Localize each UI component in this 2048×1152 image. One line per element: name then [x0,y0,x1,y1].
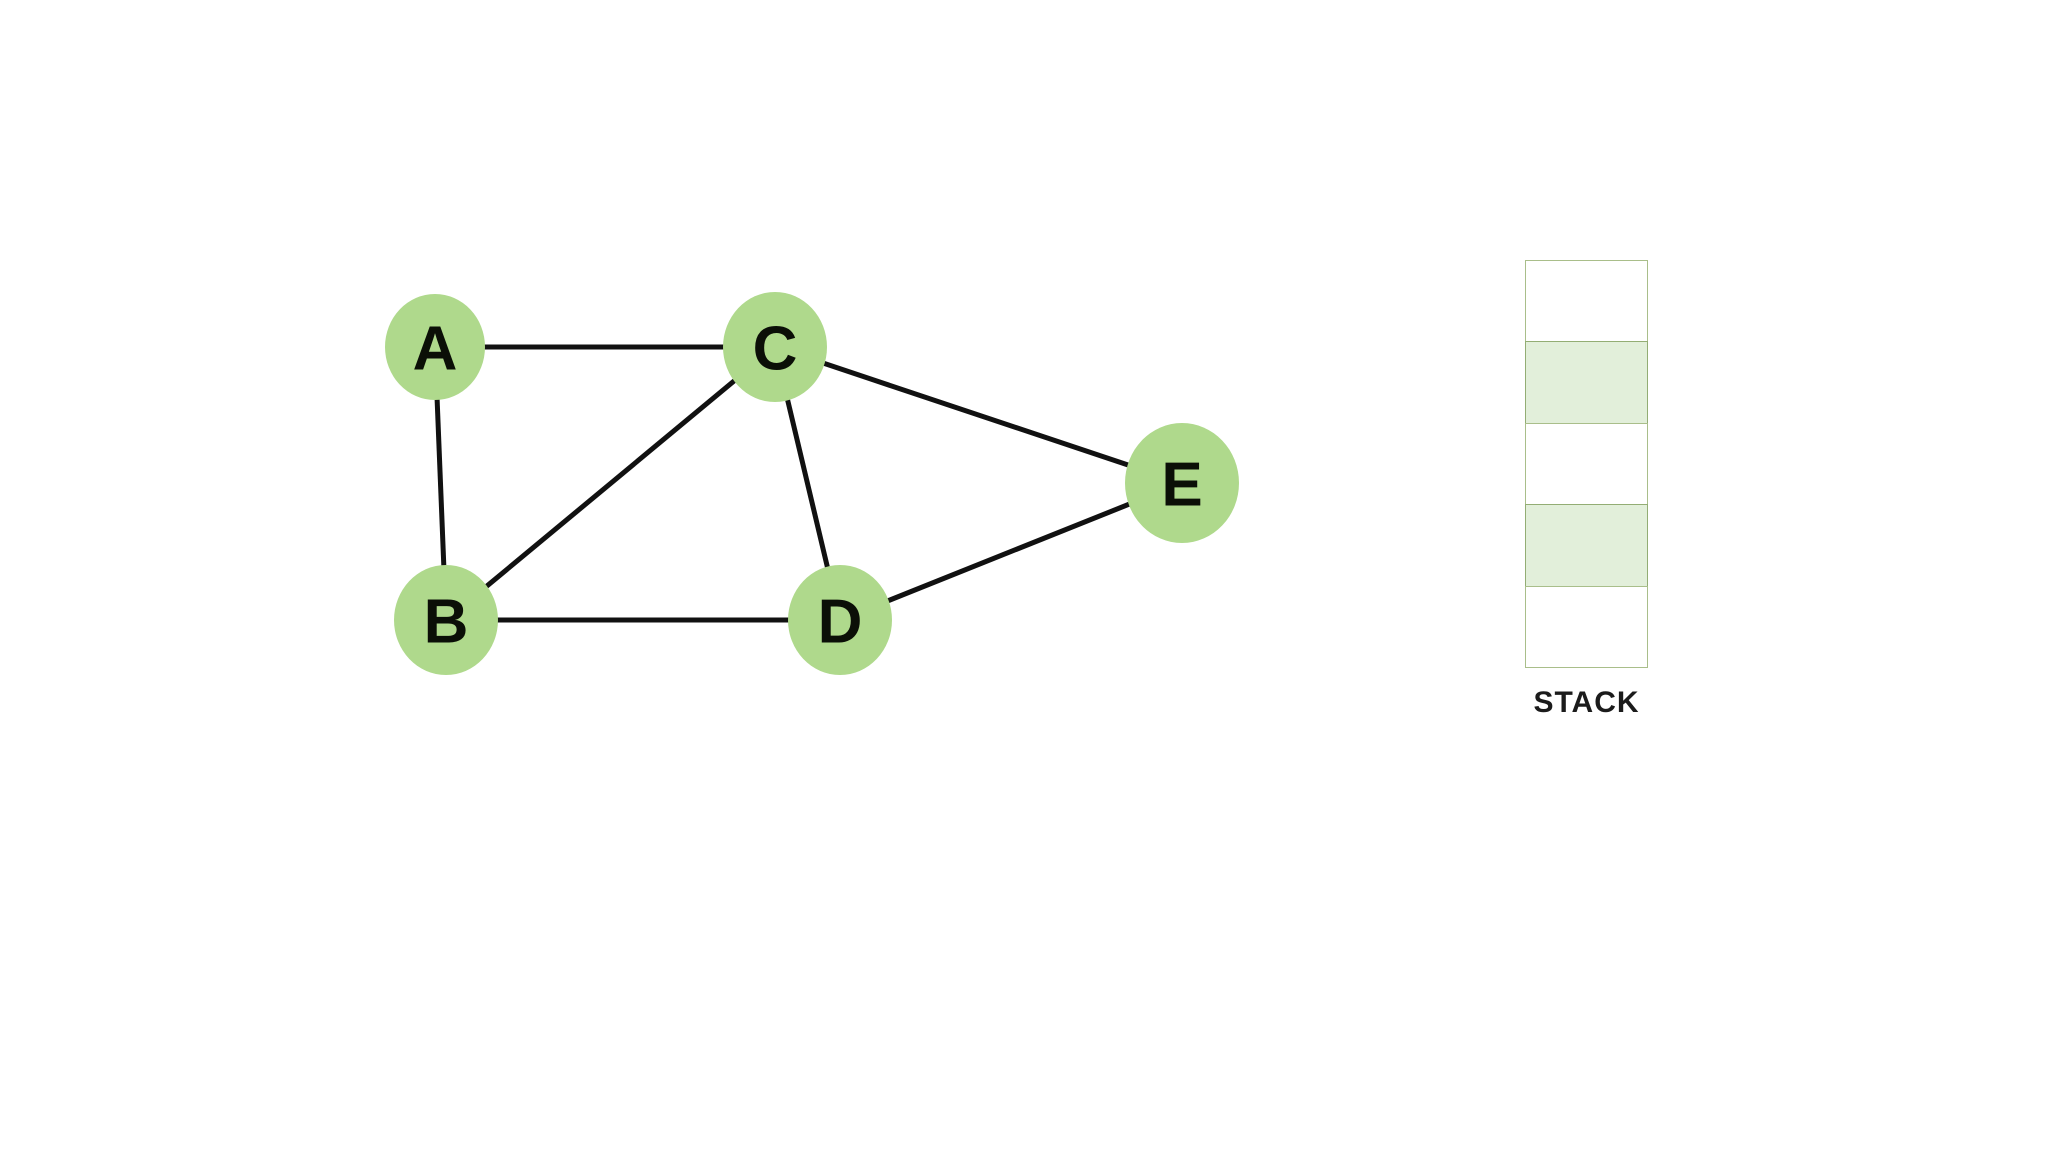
graph-edge-a-b [434,395,447,570]
graph-edge-layer [434,344,1134,623]
graph-node-layer: A B C D E [385,292,1239,675]
graph-node-circle-e [1125,423,1239,543]
stack-cell-1[interactable] [1525,341,1648,423]
graph-node-d[interactable]: D [788,565,892,675]
graph-node-circle-b [394,565,498,675]
graph-node-label-e: E [1161,451,1202,520]
stack-cell-list [1525,260,1648,669]
graph-node-circle-a [385,294,485,400]
graph-node-circle-c [723,292,827,402]
graph-node-c[interactable]: C [723,292,827,402]
graph-edge-c-d [784,395,831,572]
graph-node-b[interactable]: B [394,565,498,675]
graph-edge-c-e [819,359,1133,469]
stack-cell-4[interactable] [1525,585,1648,669]
graph-node-e[interactable]: E [1125,423,1239,543]
stack-panel: STACK [1525,260,1648,720]
graph-diagram: A B C D E [385,292,1239,675]
stack-label: STACK [1533,686,1640,719]
graph-node-a[interactable]: A [385,294,485,400]
stack-cell-2[interactable] [1525,422,1648,505]
stack-cell-3[interactable] [1525,504,1648,586]
graph-node-label-d: D [818,588,863,657]
graph-node-label-c: C [753,315,798,384]
graph-edge-d-e [883,500,1134,605]
graph-node-circle-d [788,565,892,675]
stack-cell-0[interactable] [1525,260,1648,342]
graph-node-label-b: B [424,588,469,657]
graph-edge-b-c [482,376,739,591]
graph-node-label-a: A [413,315,458,384]
